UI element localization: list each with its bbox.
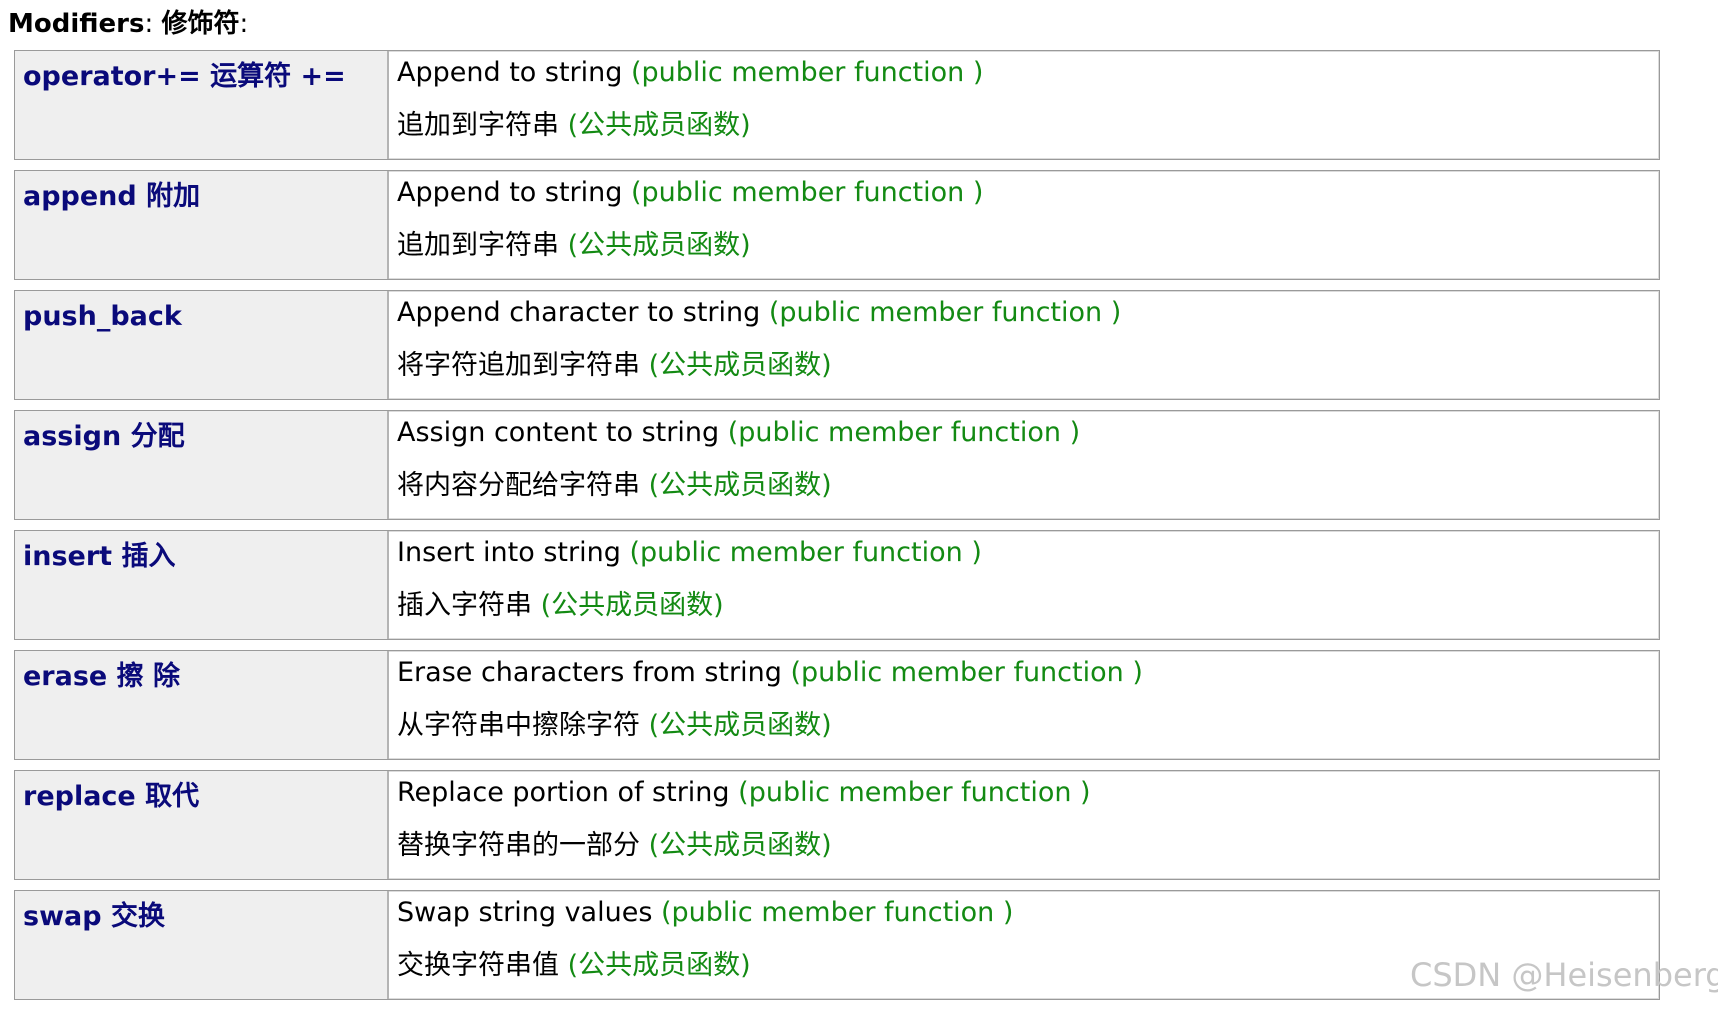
- member-name[interactable]: assign 分配: [15, 411, 389, 519]
- description-chinese: 插入字符串 (公共成员函数): [397, 588, 1651, 624]
- description-text: Insert into string: [397, 537, 621, 568]
- watermark: CSDN @Heisenberg~: [1410, 956, 1718, 994]
- description-text-zh: 追加到字符串: [397, 110, 559, 141]
- member-name[interactable]: push_back: [15, 291, 389, 399]
- description-chinese: 从字符串中擦除字符 (公共成员函数): [397, 708, 1651, 744]
- member-name[interactable]: swap 交换: [15, 891, 389, 999]
- member-type-tag-zh: (公共成员函数): [648, 710, 832, 741]
- member-type-tag-zh: (公共成员函数): [540, 590, 724, 621]
- member-type-tag-zh: (公共成员函数): [567, 230, 751, 261]
- table-row: replace 取代 Replace portion of string (pu…: [14, 770, 1660, 880]
- description-chinese: 追加到字符串 (公共成员函数): [397, 228, 1651, 264]
- description-english: Append to string (public member function…: [397, 55, 1651, 91]
- table-row: append 附加 Append to string (public membe…: [14, 170, 1660, 280]
- section-heading: Modifiers: 修饰符:: [8, 6, 248, 42]
- description-text-zh: 追加到字符串: [397, 230, 559, 261]
- description-text-zh: 将内容分配给字符串: [397, 470, 640, 501]
- table-row: operator+= 运算符 += Append to string (publ…: [14, 50, 1660, 160]
- member-description: Append character to string (public membe…: [389, 291, 1659, 399]
- section-heading-separator: :: [144, 9, 162, 39]
- description-chinese: 将字符追加到字符串 (公共成员函数): [397, 348, 1651, 384]
- description-text: Append to string: [397, 177, 623, 208]
- member-name[interactable]: erase 擦 除: [15, 651, 389, 759]
- member-type-tag-zh: (公共成员函数): [648, 350, 832, 381]
- description-english: Swap string values (public member functi…: [397, 895, 1651, 931]
- section-heading-colon: :: [239, 9, 249, 39]
- member-type-tag: (public member function ): [727, 417, 1081, 448]
- member-type-tag: (public member function ): [661, 897, 1014, 928]
- member-description: Append to string (public member function…: [389, 171, 1659, 279]
- table-row: swap 交换 Swap string values (public membe…: [14, 890, 1660, 1000]
- member-name[interactable]: replace 取代: [15, 771, 389, 879]
- member-description: Erase characters from string (public mem…: [389, 651, 1659, 759]
- member-type-tag-zh: (公共成员函数): [567, 110, 751, 141]
- description-text: Erase characters from string: [397, 657, 782, 688]
- member-name[interactable]: insert 插入: [15, 531, 389, 639]
- member-type-tag: (public member function ): [630, 177, 984, 208]
- description-english: Append character to string (public membe…: [397, 295, 1651, 331]
- section-heading-label: Modifiers: [8, 9, 145, 39]
- description-text-zh: 替换字符串的一部分: [397, 830, 640, 861]
- member-description: Append to string (public member function…: [389, 51, 1659, 159]
- description-chinese: 交换字符串值 (公共成员函数): [397, 948, 1651, 984]
- description-english: Erase characters from string (public mem…: [397, 655, 1651, 691]
- table-row: assign 分配 Assign content to string (publ…: [14, 410, 1660, 520]
- member-type-tag: (public member function ): [738, 777, 1091, 808]
- member-type-tag: (public member function ): [768, 297, 1122, 328]
- member-type-tag-zh: (公共成员函数): [567, 950, 751, 981]
- modifiers-table: operator+= 运算符 += Append to string (publ…: [14, 50, 1660, 1010]
- section-heading-chinese: 修饰符: [161, 9, 240, 39]
- member-description: Swap string values (public member functi…: [389, 891, 1659, 999]
- description-english: Insert into string (public member functi…: [397, 535, 1651, 571]
- description-text-zh: 交换字符串值: [397, 950, 559, 981]
- member-type-tag-zh: (公共成员函数): [648, 830, 832, 861]
- member-name[interactable]: operator+= 运算符 +=: [15, 51, 389, 159]
- description-text: Assign content to string: [397, 417, 720, 448]
- table-row: erase 擦 除 Erase characters from string (…: [14, 650, 1660, 760]
- table-row: insert 插入 Insert into string (public mem…: [14, 530, 1660, 640]
- description-text: Append to string: [397, 57, 623, 88]
- member-description: Insert into string (public member functi…: [389, 531, 1659, 639]
- table-row: push_back Append character to string (pu…: [14, 290, 1660, 400]
- description-text-zh: 将字符追加到字符串: [397, 350, 640, 381]
- member-description: Assign content to string (public member …: [389, 411, 1659, 519]
- member-type-tag: (public member function ): [790, 657, 1143, 688]
- description-text: Replace portion of string: [397, 777, 730, 808]
- description-english: Append to string (public member function…: [397, 175, 1651, 211]
- member-name[interactable]: append 附加: [15, 171, 389, 279]
- description-text-zh: 插入字符串: [397, 590, 532, 621]
- description-english: Replace portion of string (public member…: [397, 775, 1651, 811]
- description-text: Swap string values: [397, 897, 653, 928]
- description-english: Assign content to string (public member …: [397, 415, 1651, 451]
- member-description: Replace portion of string (public member…: [389, 771, 1659, 879]
- description-chinese: 替换字符串的一部分 (公共成员函数): [397, 828, 1651, 864]
- member-type-tag-zh: (公共成员函数): [648, 470, 832, 501]
- member-type-tag: (public member function ): [629, 537, 982, 568]
- description-text-zh: 从字符串中擦除字符: [397, 710, 640, 741]
- member-type-tag: (public member function ): [630, 57, 984, 88]
- description-chinese: 将内容分配给字符串 (公共成员函数): [397, 468, 1651, 504]
- description-chinese: 追加到字符串 (公共成员函数): [397, 108, 1651, 144]
- description-text: Append character to string: [397, 297, 761, 328]
